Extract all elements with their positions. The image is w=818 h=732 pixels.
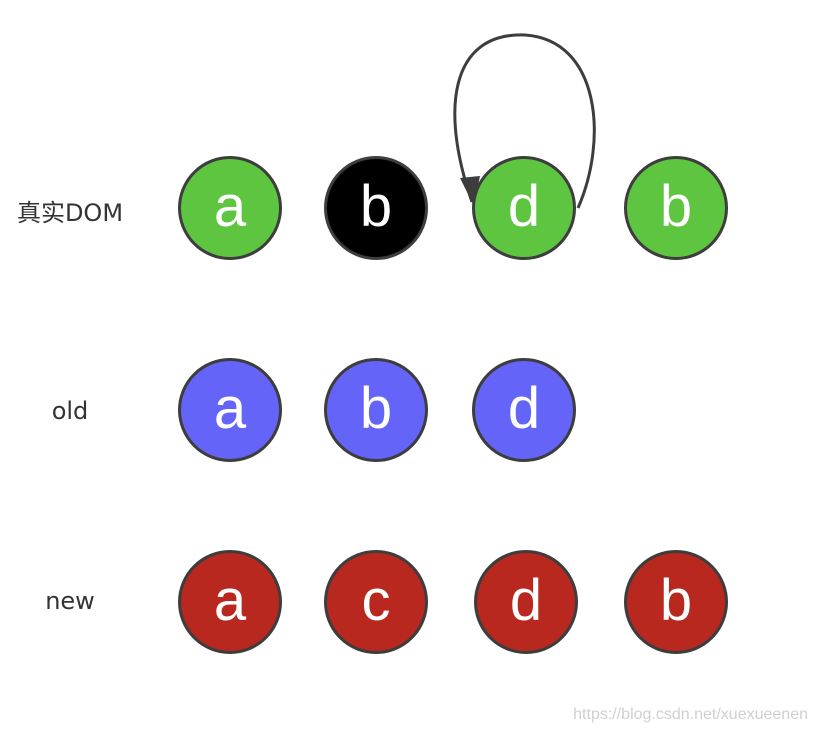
watermark: https://blog.csdn.net/xuexueenen bbox=[573, 706, 808, 723]
self-loop-arrow-path bbox=[453, 33, 596, 209]
real-dom-node-2: b bbox=[324, 156, 428, 260]
self-loop-arrowhead bbox=[460, 176, 480, 206]
new-node-3: d bbox=[474, 550, 578, 654]
row-label-old: old bbox=[51, 397, 89, 425]
old-node-3: d bbox=[472, 358, 576, 462]
old-node-1: a bbox=[178, 358, 282, 462]
new-node-4: b bbox=[624, 550, 728, 654]
old-node-2: b bbox=[324, 358, 428, 462]
real-dom-node-3: d bbox=[472, 156, 576, 260]
real-dom-node-1: a bbox=[178, 156, 282, 260]
real-dom-node-4: b bbox=[624, 156, 728, 260]
row-label-new: new bbox=[45, 587, 95, 615]
new-node-1: a bbox=[178, 550, 282, 654]
row-label-real-dom: 真实DOM bbox=[16, 199, 124, 227]
new-node-2: c bbox=[324, 550, 428, 654]
